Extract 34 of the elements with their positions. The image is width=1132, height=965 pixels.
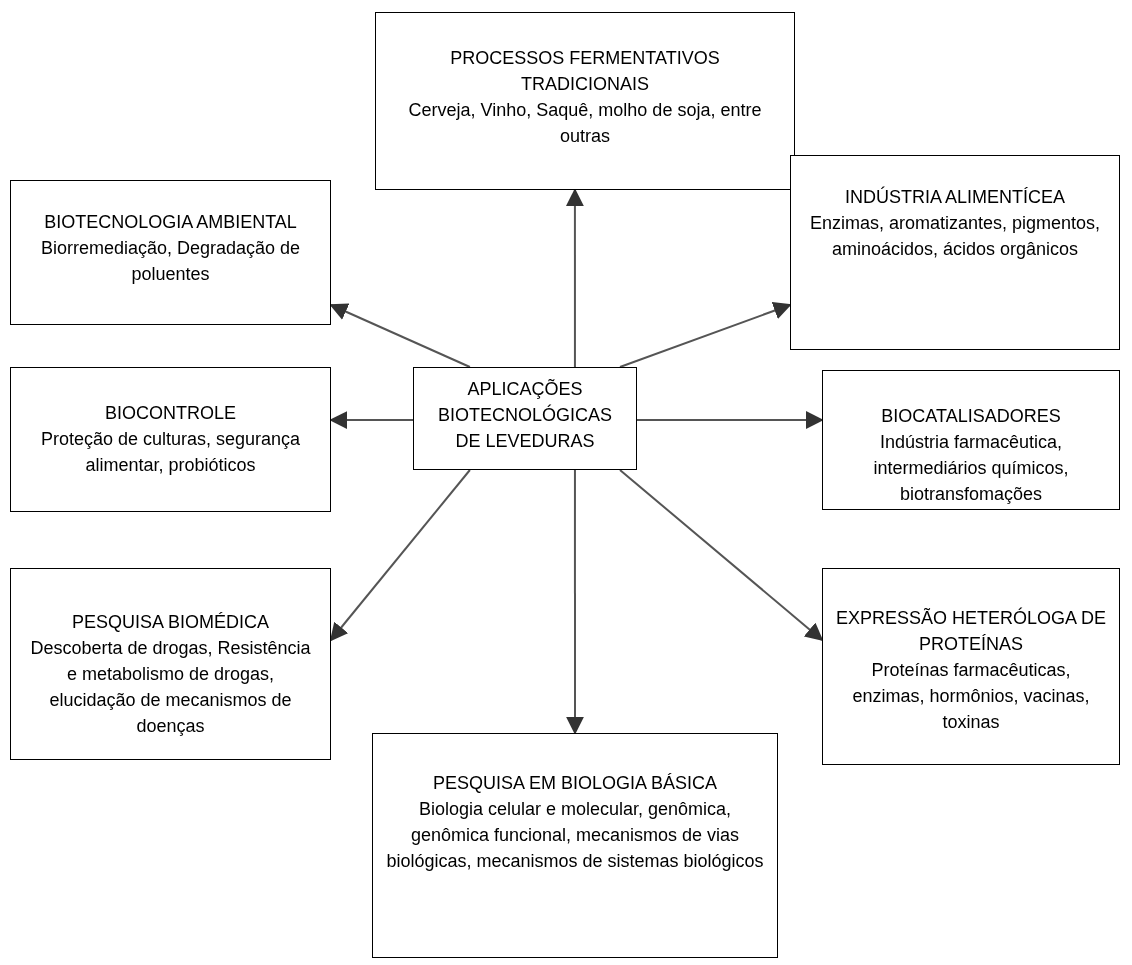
arrow: [636, 411, 824, 429]
box-body: Proteínas farmacêuticas, enzimas, hormônios, vacinas, toxinas: [851, 659, 1091, 734]
arrow: [329, 411, 414, 430]
box-body: Proteção de culturas, segurança alimentar, probióticos: [39, 428, 302, 477]
text-box: [375, 12, 795, 190]
text-box: [10, 568, 331, 760]
box-body: Biologia celular e molecular, genômica, genômica funcional, mecanismos de vias biológicas, mecanismos de sistemas biológicos: [385, 798, 765, 873]
text-box: [10, 367, 331, 512]
box-heading: EXPRESSÃO HETERÓLOGA DE PROTEÍNAS: [835, 606, 1107, 656]
arrow: [329, 303, 471, 368]
text-box: [790, 155, 1120, 350]
box-heading: APLICAÇÕES BIOTECNOLÓGICAS DE LEVEDURAS: [436, 378, 613, 453]
box-body: Indústria farmacêutica, intermediários químicos, biotransfomações: [872, 431, 1070, 506]
text-box: [822, 370, 1120, 510]
box-heading: PESQUISA EM BIOLOGIA BÁSICA: [432, 772, 718, 795]
arrow: [566, 469, 584, 735]
box-heading: BIOTECNOLOGIA AMBIENTAL: [44, 211, 297, 234]
box-heading: INDÚSTRIA ALIMENTÍCEA: [844, 185, 1065, 209]
box-heading: PESQUISA BIOMÉDICA: [71, 611, 270, 634]
box-body: Enzimas, aromatizantes, pigmentos, aminoácidos, ácidos orgânicos: [808, 212, 1102, 261]
text-box: [10, 180, 331, 325]
text-box: [372, 733, 778, 958]
box-body: Cerveja, Vinho, Saquê, molho de soja, entre outras: [407, 99, 763, 148]
box-heading: BIOCATALISADORES: [881, 405, 1061, 428]
arrow: [329, 469, 471, 642]
text-box: [413, 367, 637, 470]
box-body: Descoberta de drogas, Resistência e metabolismo de drogas, elucidação de mecanismos de doenças: [29, 637, 312, 738]
arrow: [619, 302, 792, 368]
box-heading: BIOCONTROLE: [105, 402, 236, 425]
arrow: [619, 469, 824, 642]
box-heading: PROCESSOS FERMENTATIVOS TRADICIONAIS: [449, 47, 721, 96]
arrow: [565, 188, 584, 368]
text-box: [822, 568, 1120, 765]
box-body: Biorremediação, Degradação de poluentes: [39, 237, 302, 286]
